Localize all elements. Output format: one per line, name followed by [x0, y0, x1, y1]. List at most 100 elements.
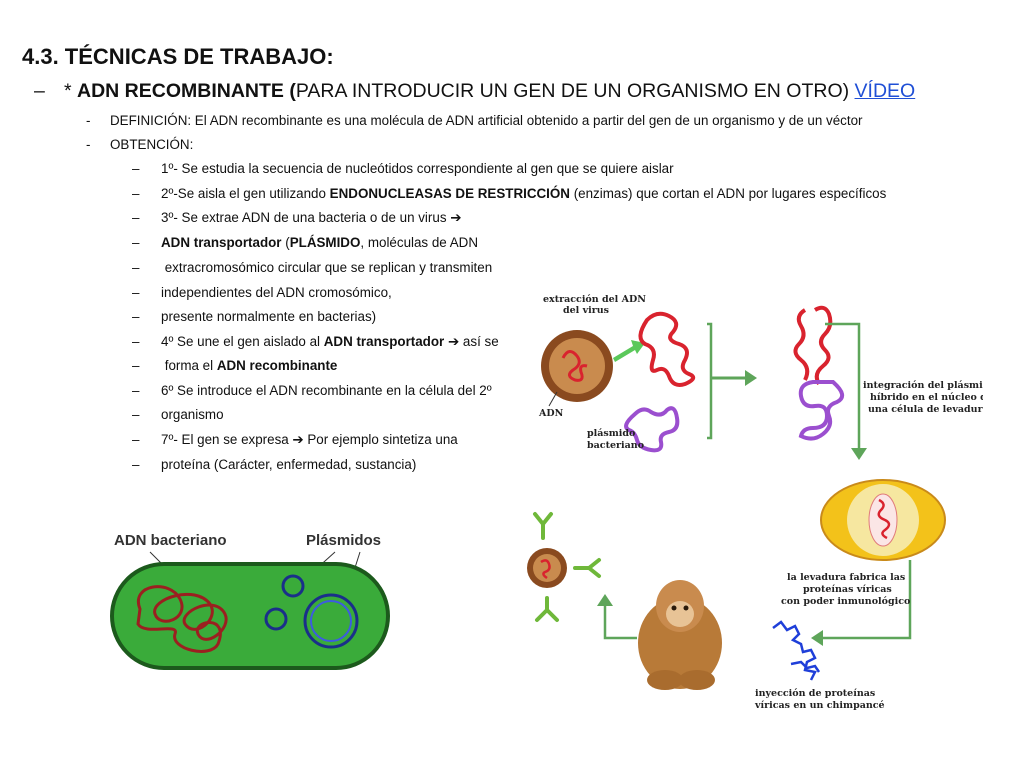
step-text: (enzimas) que cortan el ADN por lugares … — [569, 186, 887, 201]
step-text: 1º- Se estudia la secuencia de nucleótid… — [161, 161, 674, 176]
viral-dna — [561, 350, 588, 382]
bullet-bold-heading: ADN RECOMBINANTE ( — [77, 80, 296, 102]
chimpanzee-face — [666, 601, 694, 627]
viral-dna — [540, 559, 551, 580]
plasmid-large — [303, 593, 359, 649]
step-bold-text: PLÁSMIDO — [289, 235, 361, 250]
step-text: independientes del ADN cromosómico, — [161, 285, 392, 300]
step-item: – 4º Se une el gen aislado al ADN transpo… — [132, 334, 499, 350]
step-item: – presente normalmente en bacterias) — [132, 309, 376, 324]
step-text: forma el — [161, 358, 217, 373]
step-text: 7º- El gen se expresa ➔ Por ejemplo sint… — [161, 432, 458, 447]
plasmid-small — [264, 607, 288, 631]
step-text: organismo — [161, 407, 224, 422]
step-item: – 2º-Se aisla el gen utilizando ENDONUCLE… — [132, 186, 886, 201]
obtention-line: -OBTENCIÓN: — [86, 137, 193, 152]
step-dash: – — [132, 432, 140, 447]
step-item: – proteína (Carácter, enfermedad, sustanc… — [132, 457, 416, 472]
plasmid-large-inner — [310, 600, 352, 642]
chimpanzee-eye — [683, 605, 689, 611]
step-text: 4º Se une el gen aislado al — [161, 334, 324, 349]
arrow-line — [603, 600, 637, 640]
step-bold-text: ENDONUCLEASAS DE RESTRICCIÓN — [329, 186, 570, 201]
step-bold-text: ADN transportador — [323, 334, 445, 349]
step-item: – extracromosómico circular que se repli… — [132, 260, 492, 275]
step-dash: – — [132, 186, 140, 201]
label-integration-1: integración del plásmido — [863, 380, 983, 391]
label-injection-2: víricas en un chimpancé — [754, 700, 885, 711]
step-text: ➔ así se — [444, 334, 499, 349]
pointer-line — [548, 391, 558, 407]
step-dash: – — [132, 210, 140, 225]
bacterium-cell — [110, 562, 390, 670]
step-item: – independientes del ADN cromosómico, — [132, 285, 392, 300]
label-bacterial-dna: ADN bacteriano — [114, 532, 227, 549]
chimpanzee-leg — [679, 670, 715, 690]
label-adn: ADN — [538, 408, 564, 419]
step-dash: – — [132, 457, 140, 472]
yeast-dna — [877, 498, 891, 540]
label-injection-1: inyección de proteínas — [755, 688, 875, 699]
step-dash: – — [132, 309, 140, 324]
label-plasmids: Plásmidos — [306, 532, 381, 549]
bracket-line — [707, 322, 713, 440]
step-text: , moléculas de ADN — [360, 235, 478, 250]
viral-proteins-icon — [790, 660, 821, 673]
step-dash: – — [132, 161, 140, 176]
sub-dash: - — [86, 113, 91, 128]
virus-inner — [533, 554, 561, 582]
step-text: 6º Se introduce el ADN recombinante en l… — [161, 383, 492, 398]
step-bold-text: ADN transportador — [161, 235, 282, 250]
recombinant-dna-red — [813, 305, 833, 386]
step-text: 2º-Se aisla el gen utilizando — [161, 186, 330, 201]
step-item: – 6º Se introduce el ADN recombinante en … — [132, 383, 492, 398]
bullet-prefix: * — [64, 80, 78, 102]
video-link[interactable]: VÍDEO — [854, 80, 916, 102]
label-extraction-1: extracción del ADN — [543, 294, 646, 305]
step-dash: – — [132, 334, 140, 349]
chimpanzee-eye — [671, 605, 677, 611]
chimpanzee-leg — [647, 670, 683, 690]
step-item: – forma el ADN recombinante — [132, 358, 337, 373]
slide-title: 4.3. TÉCNICAS DE TRABAJO: — [22, 44, 334, 69]
antibody-icon — [533, 512, 553, 540]
sub-dash: - — [86, 137, 91, 152]
step-dash: – — [132, 285, 140, 300]
step-text: ( — [281, 235, 290, 250]
bullet-recombinant-dna: –* ADN RECOMBINANTE (PARA INTRODUCIR UN … — [34, 80, 915, 103]
step-item: – 1º- Se estudia la secuencia de nucleóti… — [132, 161, 674, 176]
step-item: – organismo — [132, 407, 224, 422]
step-dash: – — [132, 358, 140, 373]
chimpanzee-icon — [638, 597, 722, 689]
step-dash: – — [132, 407, 140, 422]
step-item: –3º- Se extrae ADN de una bacteria o de … — [132, 210, 461, 226]
step-text: extracromosómico circular que se replica… — [161, 260, 493, 275]
viral-proteins-icon — [772, 620, 817, 681]
label-yeast-1: la levadura fabrica las — [787, 572, 905, 583]
arrow-head-icon — [597, 594, 613, 606]
label-plasmid-1: plásmido — [587, 428, 635, 439]
recombinant-dna-purple — [798, 380, 845, 441]
bullet-dash: – — [34, 80, 45, 102]
recombinant-dna-red-2 — [793, 308, 810, 381]
label-integration-3: una célula de levadura — [868, 404, 983, 415]
arrow-line — [825, 322, 861, 448]
step-dash: – — [132, 260, 140, 275]
arrow-head-icon — [811, 630, 823, 646]
arrow-line — [815, 560, 912, 640]
arrow-head-icon — [745, 370, 757, 386]
step-text: proteína (Carácter, enfermedad, sustanci… — [161, 457, 417, 472]
step-dash: – — [132, 235, 140, 250]
label-extraction-2: del virus — [563, 305, 609, 316]
bullet-description: PARA INTRODUCIR UN GEN DE UN ORGANISMO E… — [295, 80, 855, 102]
step-dash: – — [132, 383, 140, 398]
label-plasmid-2: bacteriano — [587, 440, 644, 451]
recombinant-cycle-figure: extracción del ADN del virus ADN plásmid… — [527, 294, 983, 711]
extracted-dna — [638, 311, 696, 387]
definition-line: -DEFINICIÓN: El ADN recombinante es una … — [86, 113, 862, 128]
step-bold-text: ADN recombinante — [216, 358, 338, 373]
step-text: presente normalmente en bacterias) — [161, 309, 377, 324]
antibody-icon — [573, 558, 601, 578]
arrow-head-icon — [851, 448, 867, 460]
label-yeast-3: con poder inmunológico — [781, 596, 910, 607]
